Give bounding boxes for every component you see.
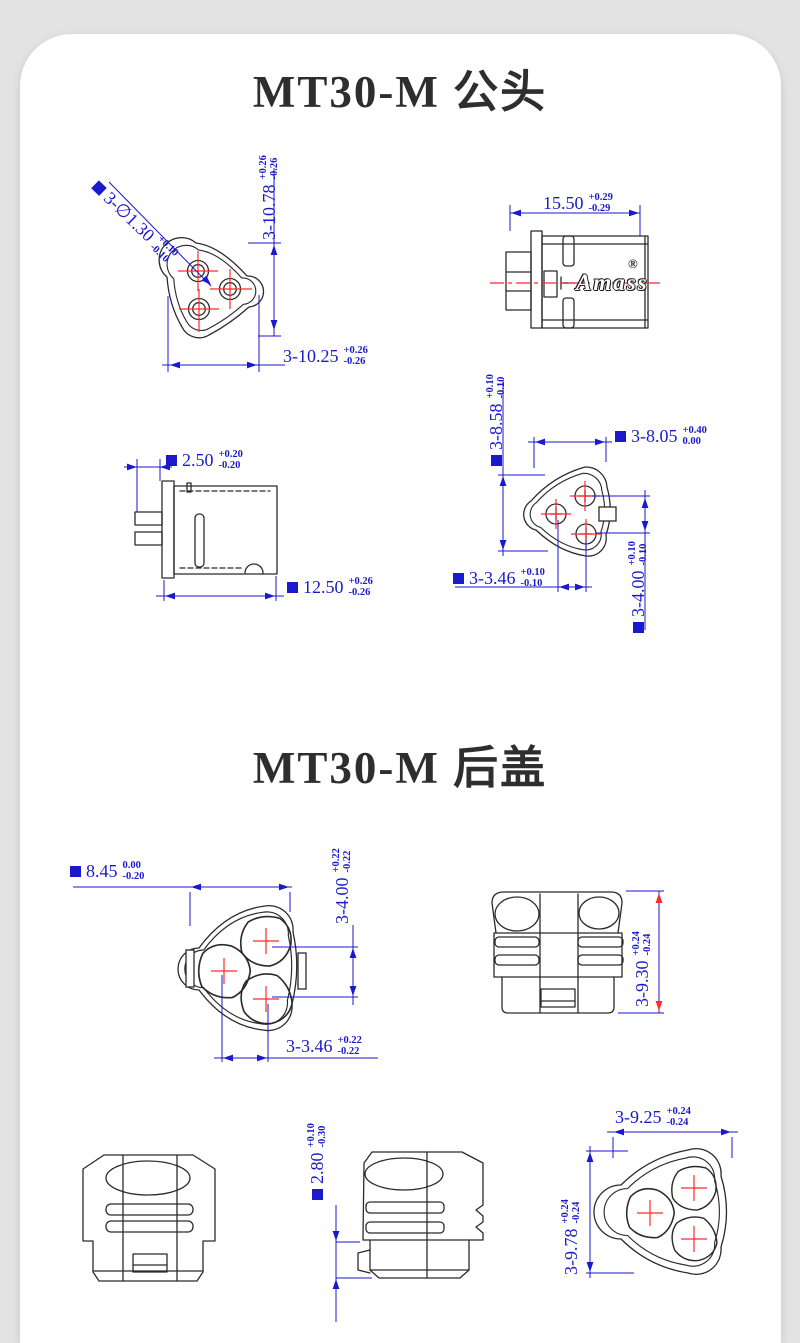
dim-face-height: 3-10.78 +0.26-0.26 xyxy=(258,155,281,240)
tolerance-lower: -0.24 xyxy=(571,1201,583,1224)
dim-value: 3-4.00 xyxy=(332,877,353,925)
basic-dim-square-icon xyxy=(287,581,298,593)
tolerance-lower: -0.30 xyxy=(317,1125,329,1148)
dim-value: 2.50 xyxy=(182,450,214,471)
male-rear-view xyxy=(455,380,650,630)
dim-value: 3-10.25 xyxy=(283,346,339,367)
amass-logo: Amass xyxy=(576,270,649,295)
tolerance-upper: +0.10 xyxy=(520,567,545,578)
tolerance-lower: -0.26 xyxy=(269,157,281,180)
tolerance-lower: -0.22 xyxy=(337,1046,360,1058)
section-title-back-cover: MT30-M 后盖 xyxy=(252,743,548,793)
tolerance-lower: -0.20 xyxy=(122,871,145,883)
dim-mount-length: 12.50 +0.26-0.26 xyxy=(287,576,373,599)
dim-value: 12.50 xyxy=(303,577,344,598)
tolerance-lower: 0.00 xyxy=(682,436,701,448)
dim-cover-face-height: 3-9.78 +0.24-0.24 xyxy=(560,1199,583,1275)
tolerance-lower: -0.24 xyxy=(642,933,654,956)
dim-cavity-pitch-horizontal: 3-3.46 +0.22-0.22 xyxy=(286,1035,362,1058)
dim-value: 3-4.00 xyxy=(628,570,649,618)
tolerance-upper: +0.26 xyxy=(343,345,368,356)
dim-value: 8.45 xyxy=(86,861,118,882)
registered-trademark-icon: ® xyxy=(628,256,638,271)
tolerance-lower: -0.10 xyxy=(496,376,508,399)
male-side-view xyxy=(490,205,664,329)
dim-value: 2.80 xyxy=(307,1152,328,1185)
dim-value: 3-3.46 xyxy=(469,568,516,589)
dim-cover-depth: 8.45 0.00-0.20 xyxy=(70,860,144,883)
tolerance-lower: -0.29 xyxy=(588,203,611,215)
cover-front-view xyxy=(73,883,378,1062)
tolerance-upper: +0.10 xyxy=(627,541,638,566)
male-front-view xyxy=(108,168,285,372)
cover-front-view-2 xyxy=(82,1154,216,1282)
male-mount-side-view xyxy=(124,459,284,601)
tolerance-lower: -0.26 xyxy=(343,356,366,368)
tolerance-upper: +0.22 xyxy=(337,1035,362,1046)
tolerance-upper: +0.26 xyxy=(258,155,269,180)
basic-dim-square-icon xyxy=(166,454,177,466)
tolerance-lower: -0.24 xyxy=(666,1117,689,1129)
basic-dim-square-icon xyxy=(632,622,644,633)
tolerance-upper: +0.29 xyxy=(588,192,613,203)
basic-dim-square-icon xyxy=(453,572,464,584)
tolerance-upper: +0.20 xyxy=(218,449,243,460)
tolerance-upper: +0.24 xyxy=(666,1106,691,1117)
dim-value: 3-10.78 xyxy=(259,184,280,241)
dim-value: 15.50 xyxy=(543,193,584,214)
basic-dim-square-icon xyxy=(311,1189,323,1200)
tolerance-upper: +0.40 xyxy=(682,425,707,436)
cover-rear-view xyxy=(586,1128,738,1278)
basic-dim-square-icon xyxy=(615,430,626,442)
dim-face-width: 3-10.25 +0.26-0.26 xyxy=(283,345,368,368)
basic-dim-square-icon xyxy=(490,455,502,466)
dim-value: 3-8.05 xyxy=(631,426,678,447)
dim-value: 3-8.58 xyxy=(486,403,507,451)
tolerance-upper: +0.24 xyxy=(631,931,642,956)
tolerance-upper: +0.10 xyxy=(485,374,496,399)
cover-side-view xyxy=(491,890,664,1014)
dim-flange-offset: 2.50 +0.20-0.20 xyxy=(166,449,243,472)
dim-value: 3-3.46 xyxy=(286,1036,333,1057)
dim-value: 3-9.78 xyxy=(561,1228,582,1276)
dim-cover-width: 3-9.25 +0.24-0.24 xyxy=(615,1106,691,1129)
tolerance-upper: +0.10 xyxy=(306,1123,317,1148)
tolerance-lower: -0.26 xyxy=(348,587,371,599)
section-title-male: MT30-M 公头 xyxy=(252,67,548,117)
product-detail-card xyxy=(20,34,781,1343)
tolerance-lower: -0.22 xyxy=(342,850,354,873)
dim-lip-height: 2.80 +0.10-0.30 xyxy=(306,1123,329,1200)
tolerance-lower: -0.10 xyxy=(638,543,650,566)
tolerance-upper: 0.00 xyxy=(122,860,141,871)
basic-dim-square-icon xyxy=(70,865,81,877)
dim-cover-height: 3-9.30 +0.24-0.24 xyxy=(631,931,654,1007)
cover-side-view-2 xyxy=(332,1151,484,1322)
tolerance-upper: +0.24 xyxy=(560,1199,571,1224)
dim-value: 3-9.25 xyxy=(615,1107,662,1128)
tolerance-upper: +0.22 xyxy=(331,848,342,873)
dim-rear-pitch-width: 3-3.46 +0.10-0.10 xyxy=(453,567,545,590)
dim-rear-circle: 3-8.58 +0.10-0.10 xyxy=(485,374,508,466)
dim-value: 3-9.30 xyxy=(632,960,653,1008)
tolerance-lower: -0.10 xyxy=(520,578,543,590)
tolerance-lower: -0.20 xyxy=(218,460,241,472)
dim-cavity-pitch-vertical: 3-4.00 +0.22-0.22 xyxy=(331,848,354,924)
tolerance-upper: +0.26 xyxy=(348,576,373,587)
dim-body-length: 15.50 +0.29-0.29 xyxy=(543,192,613,215)
dim-rear-pitch-height: 3-4.00 +0.10-0.10 xyxy=(627,541,650,633)
